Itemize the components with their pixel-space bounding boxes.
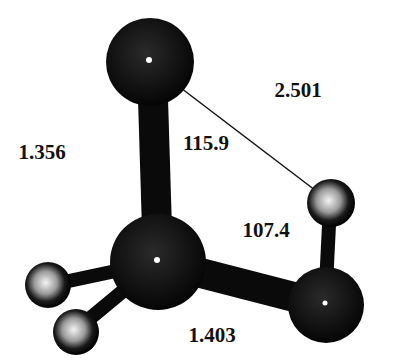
atom-highlight	[154, 257, 160, 263]
atom	[288, 267, 364, 343]
distance-label: 2.501	[274, 80, 321, 101]
distance-label: 1.403	[188, 325, 235, 346]
angle-label: 107.4	[242, 220, 289, 241]
atom	[110, 214, 206, 310]
atom-highlight	[146, 57, 152, 63]
angle-label: 115.9	[183, 133, 229, 154]
distance-label: 1.356	[18, 142, 65, 163]
atom	[106, 18, 194, 106]
atom	[307, 179, 355, 227]
atom	[53, 309, 99, 355]
atom	[25, 262, 71, 308]
atom-highlight	[323, 301, 328, 306]
